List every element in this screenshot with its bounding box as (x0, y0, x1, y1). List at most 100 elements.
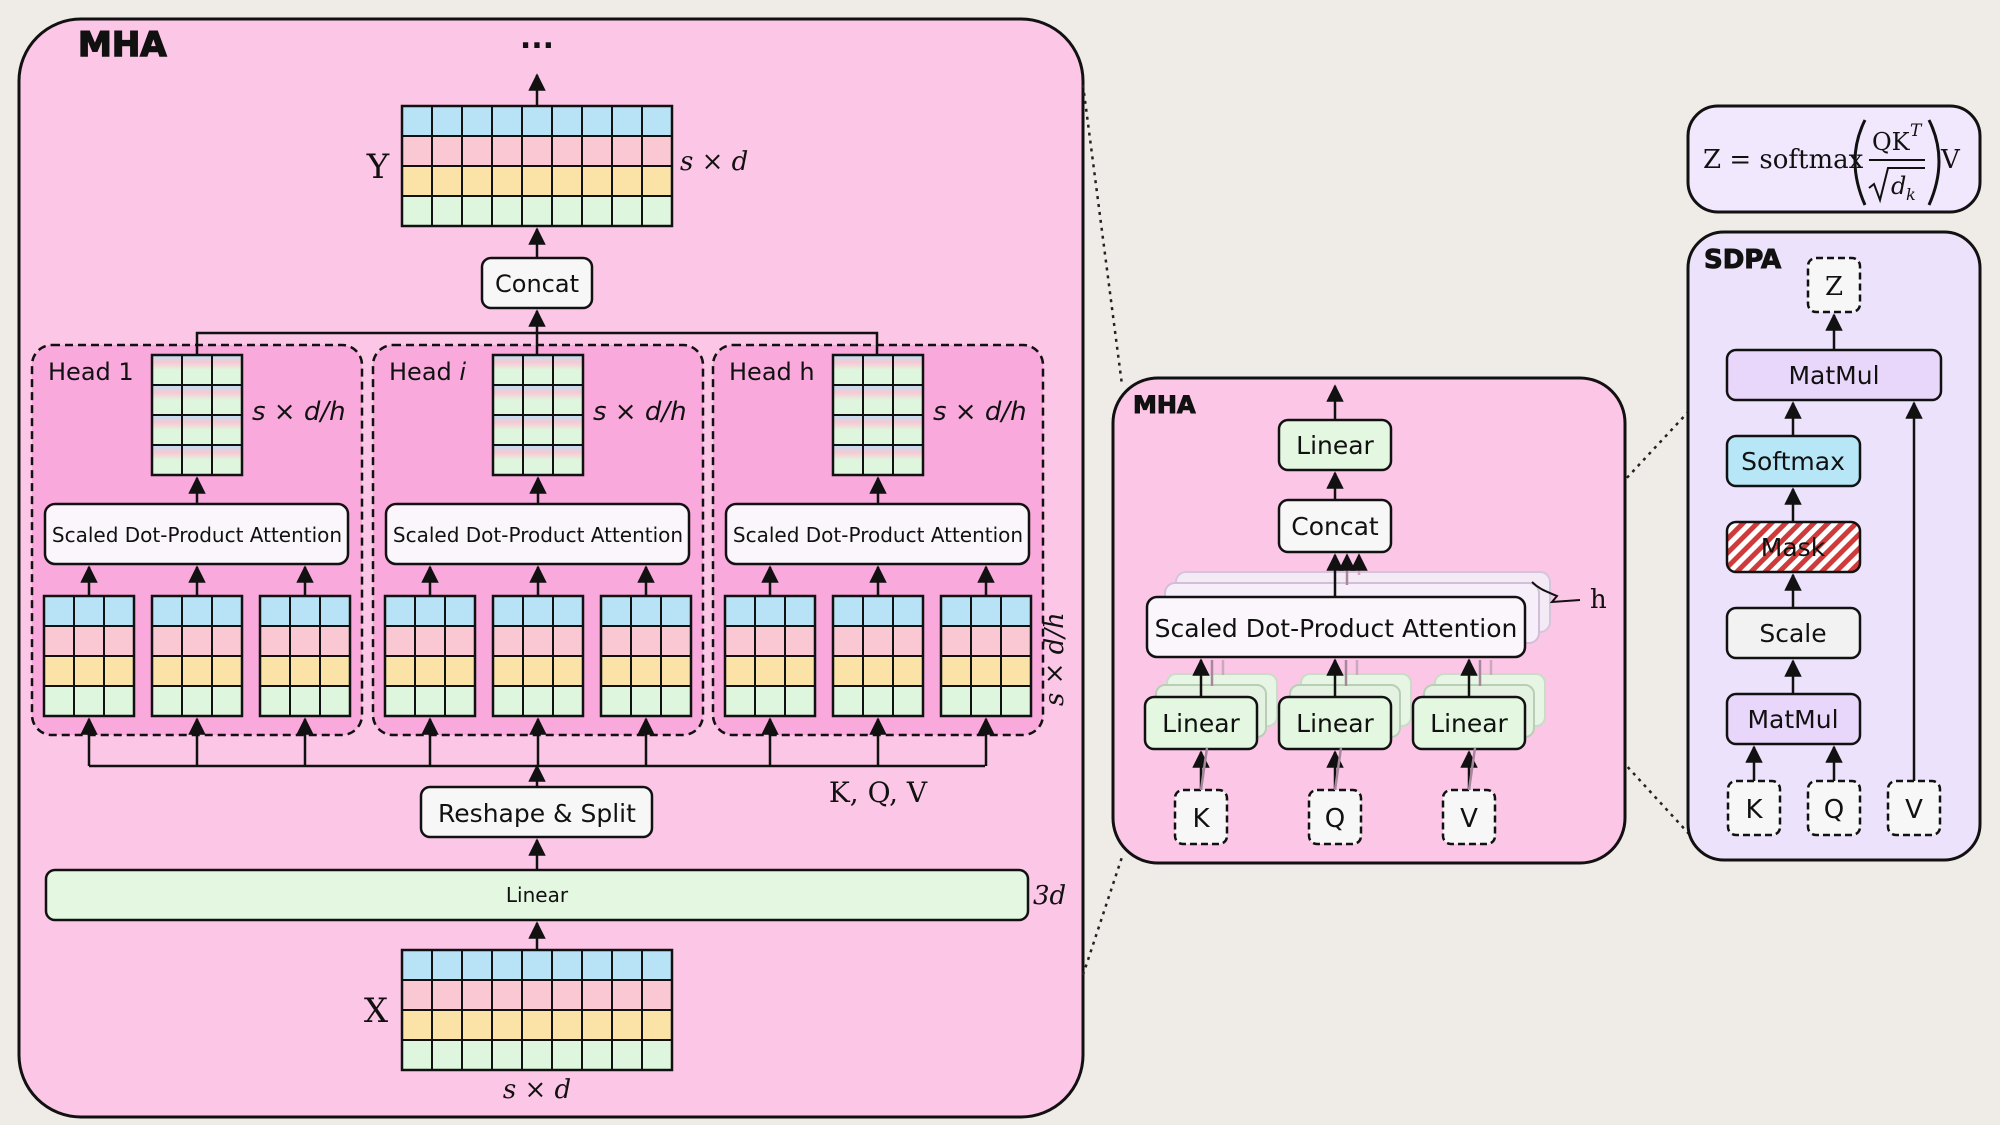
head-input-matrix-cell (892, 685, 924, 717)
head-input-matrix-cell (552, 625, 584, 657)
head-output-cell (492, 384, 524, 416)
x-label: X (364, 991, 389, 1031)
head-input-matrix-cell (319, 625, 351, 657)
head-output-cell (862, 414, 894, 446)
head-input-matrix-cell (444, 625, 476, 657)
x-matrix-cell (551, 1039, 583, 1071)
head-title-suffix: h (799, 358, 814, 386)
x-matrix-cell (461, 949, 493, 981)
head-input-matrix (258, 594, 352, 718)
left-mha-title: MHA (78, 25, 167, 65)
head-input-matrix (383, 594, 477, 718)
y-matrix-cell (461, 135, 493, 167)
y-matrix-cell (431, 105, 463, 137)
head-input-matrix-cell (600, 655, 632, 687)
head-input-matrix-cell (492, 625, 524, 657)
middle-panel-arrows (1192, 384, 1493, 791)
head-sdpa-label: Scaled Dot-Product Attention (393, 523, 683, 547)
y-matrix-cell (551, 135, 583, 167)
x-matrix-cell (491, 1039, 523, 1071)
head-output-cell (151, 444, 183, 476)
sdpa-softmax-label: Softmax (1741, 447, 1845, 476)
head-input-matrix-cell (892, 655, 924, 687)
y-matrix-cell (551, 165, 583, 197)
x-matrix-cell (491, 949, 523, 981)
head-input-matrix-cell (940, 625, 972, 657)
sdpa-input-label: V (1905, 795, 1923, 825)
formula-rhs: V (1940, 145, 1961, 175)
head-input-matrix-cell (43, 685, 75, 717)
head-input-matrix-cell (862, 625, 894, 657)
sdpa-panel: SDPA Z MatMul Softmax Mask Scale MatMul … (1686, 230, 1982, 862)
y-matrix-cell (521, 165, 553, 197)
head-title-main: Head (729, 358, 799, 386)
sdpa-output-z-box (1806, 256, 1862, 314)
y-matrix-cell (491, 195, 523, 227)
head-output-cell (892, 384, 924, 416)
kqv-label: K, Q, V (829, 776, 928, 809)
sdpa-scale-label: Scale (1759, 619, 1826, 648)
x-matrix-cell (491, 1009, 523, 1041)
head-input-matrix-cell (384, 595, 416, 627)
middle-input-label: V (1460, 804, 1478, 834)
x-matrix-cell (611, 979, 643, 1011)
head-input-matrix (599, 594, 693, 718)
h-label: h (1590, 585, 1607, 615)
head-input-matrix-cell (600, 625, 632, 657)
head-input-matrix (150, 594, 244, 718)
y-matrix-cell (401, 135, 433, 167)
head-title-suffix: 1 (118, 358, 133, 386)
head-input-matrix-cell (862, 685, 894, 717)
head-output-cell (211, 354, 243, 386)
reshape-split-label: Reshape & Split (438, 799, 636, 828)
head-input-matrix-cell (552, 655, 584, 687)
formula-superscript: T (1910, 121, 1923, 141)
head-input-matrix-cell (384, 625, 416, 657)
head-input-matrix-cell (600, 685, 632, 717)
head-input-matrix-cell (151, 595, 183, 627)
head-arrows (761, 476, 995, 766)
y-matrix-cell (641, 195, 673, 227)
x-matrix-cell (551, 949, 583, 981)
head-input-matrix-cell (660, 595, 692, 627)
y-matrix-cell (461, 195, 493, 227)
sdpa-input-label: K (1745, 795, 1763, 825)
x-matrix-cell (611, 1009, 643, 1041)
x-matrix-cell (581, 1039, 613, 1071)
y-matrix-cell (581, 165, 613, 197)
head-input-matrix-cell (414, 595, 446, 627)
head-output-cell (522, 414, 554, 446)
head-input-matrix-cell (522, 655, 554, 687)
ghost-connector (1199, 747, 1209, 791)
head-input-matrix-cell (832, 625, 864, 657)
head-output-cell (181, 414, 213, 446)
x-matrix-cell (641, 979, 673, 1011)
head-input-matrix-cell (151, 625, 183, 657)
head-input-matrix-cell (319, 655, 351, 687)
head-output-cell (892, 414, 924, 446)
head-input-matrix (723, 594, 817, 718)
formula-left-paren (1853, 119, 1867, 206)
head-output-cell (492, 354, 524, 386)
sdpa-input-label: Q (1824, 795, 1844, 825)
head-input-matrix-cell (259, 655, 291, 687)
y-matrix-cell (431, 135, 463, 167)
middle-concat-label: Concat (1291, 512, 1379, 541)
head-input-matrix-cell (151, 655, 183, 687)
head-input-matrix-cell (289, 685, 321, 717)
head-input-matrix (939, 594, 1033, 718)
y-matrix-cell (581, 195, 613, 227)
head-input-matrix-cell (414, 685, 446, 717)
y-matrix-cell (491, 135, 523, 167)
head-input-matrix-cell (970, 595, 1002, 627)
x-matrix-cell (521, 1039, 553, 1071)
middle-top-linear-label: Linear (1296, 431, 1374, 460)
head-output-cell (522, 354, 554, 386)
head-output-cell (862, 444, 894, 476)
y-matrix-cell (461, 165, 493, 197)
head-output-cell (151, 384, 183, 416)
x-matrix-cell (431, 949, 463, 981)
head-input-matrix-cell (630, 625, 662, 657)
